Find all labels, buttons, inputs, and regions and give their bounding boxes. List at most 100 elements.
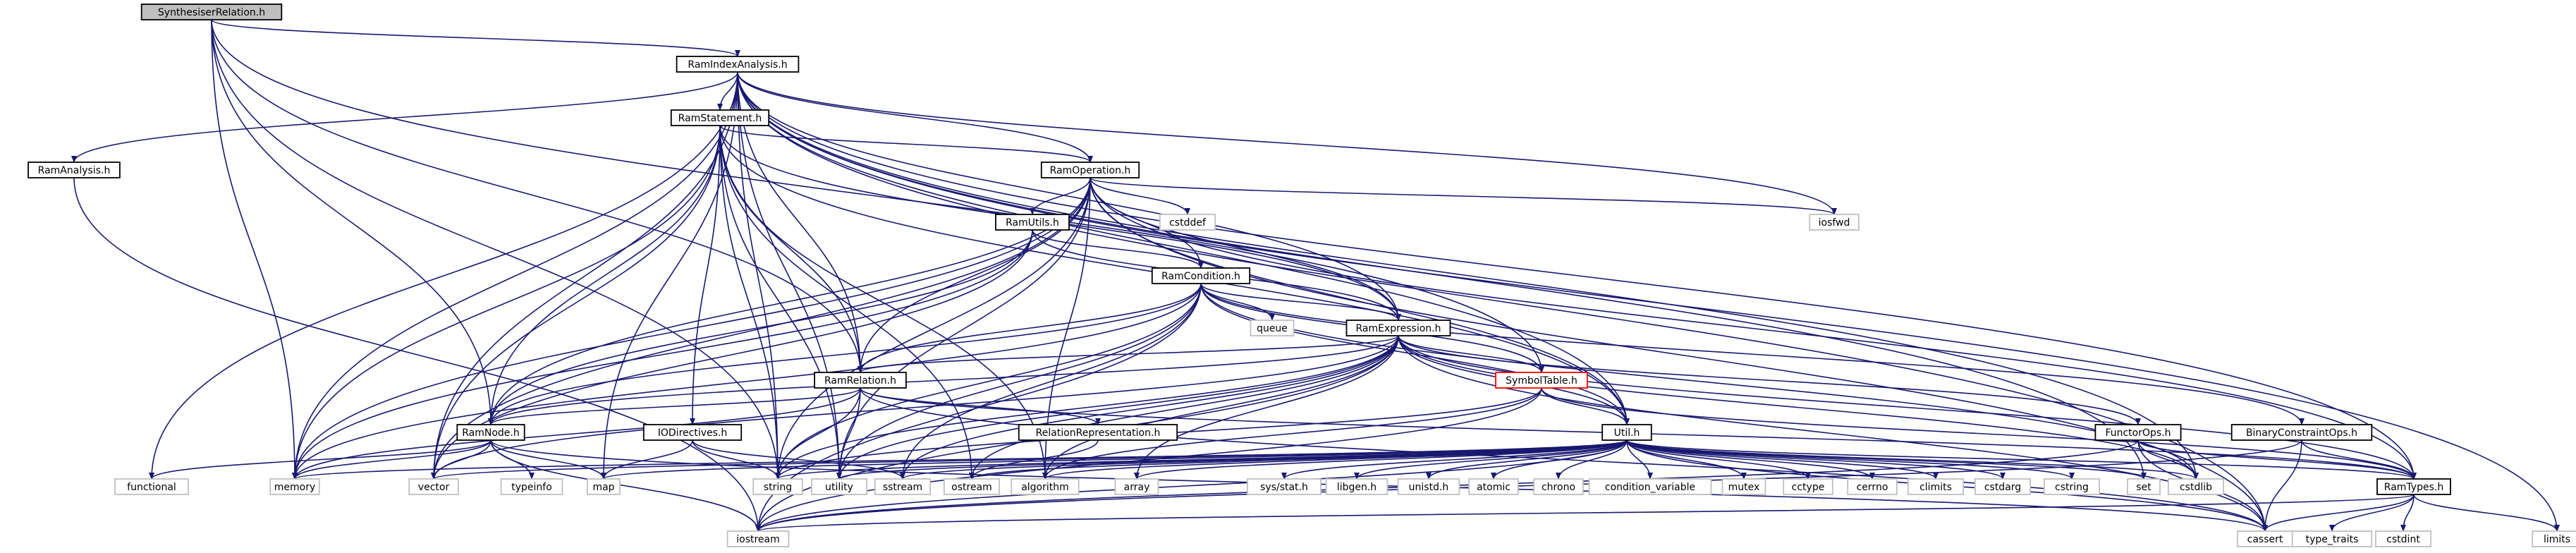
node-box [114,478,189,495]
node-limits: limits [2532,530,2576,547]
node-ramindexanalysis-h[interactable]: RamIndexAnalysis.h [676,56,800,73]
edge-functorops-h-to-ramtypes-h [2137,439,2417,480]
edge-ramindexanalysis-h-to-iosfwd [737,71,1837,215]
node-box [269,478,320,495]
node-ramnode-h[interactable]: RamNode.h [456,424,525,441]
node-box [408,478,459,495]
node-box [1159,214,1216,231]
edge-util-h-to-condition-variable [1626,439,1653,480]
node-box [28,162,121,178]
node-box [1345,320,1451,336]
node-label: iostream [736,534,780,545]
node-typeinfo: typeinfo [500,478,563,495]
node-ramtypes-h[interactable]: RamTypes.h [2376,478,2451,495]
node-label: cstdint [2386,534,2420,545]
edge-ramexpression-h-to-functorops-h [1398,335,2141,425]
node-ramanalysis-h[interactable]: RamAnalysis.h [28,162,121,178]
node-box [1468,478,1519,495]
node-label: queue [1257,323,1288,334]
node-util-h[interactable]: Util.h [1601,424,1652,441]
node-box [1601,424,1652,441]
edge-ramoperation-h-to-vector [431,177,1091,480]
node-box [2376,478,2451,495]
node-label: RelationRepresentation.h [1036,427,1161,439]
edge-util-h-to-cctype [1626,439,1811,480]
node-label: functional [127,482,176,493]
node-label: ostream [951,482,992,493]
edge-ramoperation-h-to-iosfwd [1089,177,1837,215]
node-label: RamCondition.h [1161,271,1240,282]
node-box [2127,478,2161,495]
node-label: Util.h [1614,427,1640,439]
edge-ramtypes-h-to-iostream [755,494,2415,532]
node-relationrepresentation-h[interactable]: RelationRepresentation.h [1018,424,1178,441]
edge-ramtypes-h-to-limits [2413,494,2560,532]
node-box [2230,424,2373,441]
edge-ramoperation-h-to-cstddef [1089,177,1190,215]
edge-ramstatement-h-to-iodirectives-h [690,125,721,425]
node-label: chrono [1542,482,1575,493]
edge-util-h-to-array [1134,439,1628,480]
node-box [944,478,1001,495]
node-label: mutex [1728,482,1760,493]
edge-util-h-to-sys-stat-h [1281,439,1628,480]
node-ramstatement-h[interactable]: RamStatement.h [670,109,770,126]
node-label: RamUtils.h [1006,217,1059,229]
edge-ramexpression-h-to-utility [836,335,1399,480]
node-box [1588,478,1712,495]
node-label: typeinfo [511,482,552,493]
node-box [752,478,803,495]
edge-ramcondition-h-to-utility [836,283,1202,480]
edge-ramnode-h-to-iostream [490,439,761,532]
edge-util-h-to-cstdarg [1626,439,2006,480]
node-box [500,478,563,495]
node-box [1847,478,1898,495]
node-box [1495,372,1588,389]
node-label: RamTypes.h [2384,482,2443,493]
node-symboltable-h[interactable]: SymbolTable.h [1495,372,1588,389]
node-ramoperation-h[interactable]: RamOperation.h [1040,162,1140,178]
edge-util-h-to-vector [431,439,1628,480]
edge-ramexpression-h-to-ostream [969,335,1399,480]
node-ramutils-h[interactable]: RamUtils.h [995,214,1070,231]
node-box [2291,530,2373,547]
node-box [1018,424,1178,441]
node-climits: climits [1907,478,1964,495]
edge-util-h-to-set [1626,439,2147,480]
node-functorops-h[interactable]: FunctorOps.h [2094,424,2182,441]
node-condition-variable: condition_variable [1588,478,1712,495]
edge-ramnode-h-to-map [490,439,606,480]
node-label: memory [274,482,316,493]
edge-ramindexanalysis-h-to-ramrelation-h [737,71,863,373]
node-functional: functional [114,478,189,495]
dependency-edges [71,19,2560,532]
node-label: RamStatement.h [678,113,762,124]
node-ramcondition-h[interactable]: RamCondition.h [1151,267,1251,284]
node-box [1114,478,1159,495]
node-synthesiserrelation-h[interactable]: SynthesiserRelation.h [140,4,283,20]
node-box [1809,214,1860,231]
edge-ramcondition-h-to-sstream [900,283,1202,480]
node-cassert: cassert [2236,530,2293,547]
edge-symboltable-h-to-util-h [1541,387,1630,425]
edge-util-h-to-libgen-h [1354,439,1628,480]
node-ramexpression-h[interactable]: RamExpression.h [1345,320,1451,336]
node-box [2167,478,2224,495]
node-label: condition_variable [1605,482,1695,493]
edge-binaryconstraintops-h-to-ramtypes-h [2301,439,2417,480]
node-iodirectives-h[interactable]: IODirectives.h [642,424,743,441]
node-box [1783,478,1833,495]
node-ramrelation-h[interactable]: RamRelation.h [814,372,907,389]
node-label: array [1124,482,1150,493]
node-box [456,424,525,441]
node-box [811,478,868,495]
node-cstdint: cstdint [2374,530,2431,547]
node-binaryconstraintops-h[interactable]: BinaryConstraintOps.h [2230,424,2373,441]
node-label: cstdarg [1984,482,2021,493]
node-unistd-h: unistd.h [1397,478,1460,495]
edge-ramrelation-h-to-memory [292,387,861,480]
edge-iodirectives-h-to-map [601,439,693,480]
edge-ramindexanalysis-h-to-ramtypes-h [737,71,2417,480]
edge-ramcondition-h-to-binaryconstraintops-h [1200,283,2305,425]
node-label: BinaryConstraintOps.h [2246,427,2357,439]
